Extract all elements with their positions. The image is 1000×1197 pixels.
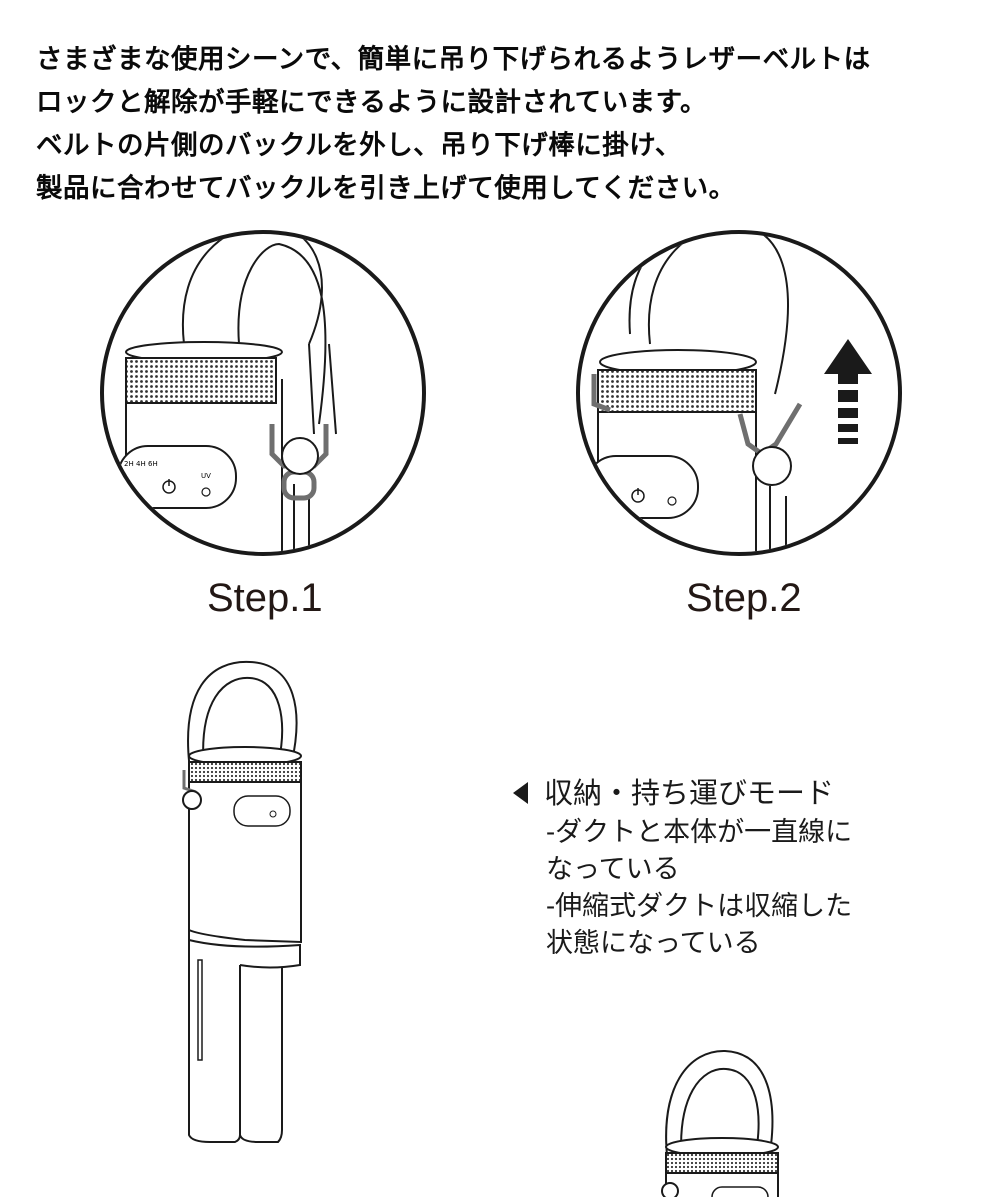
intro-line: さまざまな使用シーンで、簡単に吊り下げられるようレザーベルトは [36, 44, 871, 75]
buckle-button [281, 437, 319, 475]
uv-label: UV [201, 472, 211, 480]
mode-line: 状態になっている [546, 928, 761, 959]
step2-label: Step.2 [686, 576, 802, 620]
mode-description: 収納・持ち運びモード -ダクトと本体が一直線に なっている -伸縮式ダクトは収縮… [513, 772, 852, 962]
mode-title-text: 収納・持ち運びモード [544, 776, 835, 810]
buckle-button [752, 446, 792, 486]
svg-text:6H: 6H [148, 460, 158, 468]
step1-illustration: 2H 4H 6H UV [100, 230, 426, 556]
intro-line: ベルトの片側のバックルを外し、吊り下げ棒に掛け、 [36, 130, 682, 161]
up-arrow-icon [824, 339, 872, 444]
intro-line: 製品に合わせてバックルを引き上げて使用してください。 [36, 173, 736, 204]
sun-icon [667, 496, 677, 506]
intro-text: さまざまな使用シーンで、簡単に吊り下げられるようレザーベルトは ロックと解除が手… [36, 38, 976, 210]
timer-labels: 2H [124, 460, 134, 468]
mode-line: なっている [546, 854, 680, 885]
product-illustration [182, 660, 302, 1143]
mode-line: -伸縮式ダクトは収縮した [546, 891, 853, 922]
timer-icon [125, 489, 139, 503]
sun-icon [201, 487, 211, 497]
svg-text:4H: 4H [136, 460, 146, 468]
mode-lines: -ダクトと本体が一直線に なっている -伸縮式ダクトは収縮した 状態になっている [546, 814, 852, 962]
intro-line: ロックと解除が手軽にできるように設計されています。 [36, 87, 708, 118]
step1-label: Step.1 [207, 576, 323, 620]
mode-line: -ダクトと本体が一直線に [546, 817, 853, 848]
product-small-illustration [661, 1049, 779, 1197]
left-triangle-icon [513, 782, 528, 804]
step2-illustration [576, 230, 902, 556]
mode-title: 収納・持ち運びモード [513, 772, 852, 814]
